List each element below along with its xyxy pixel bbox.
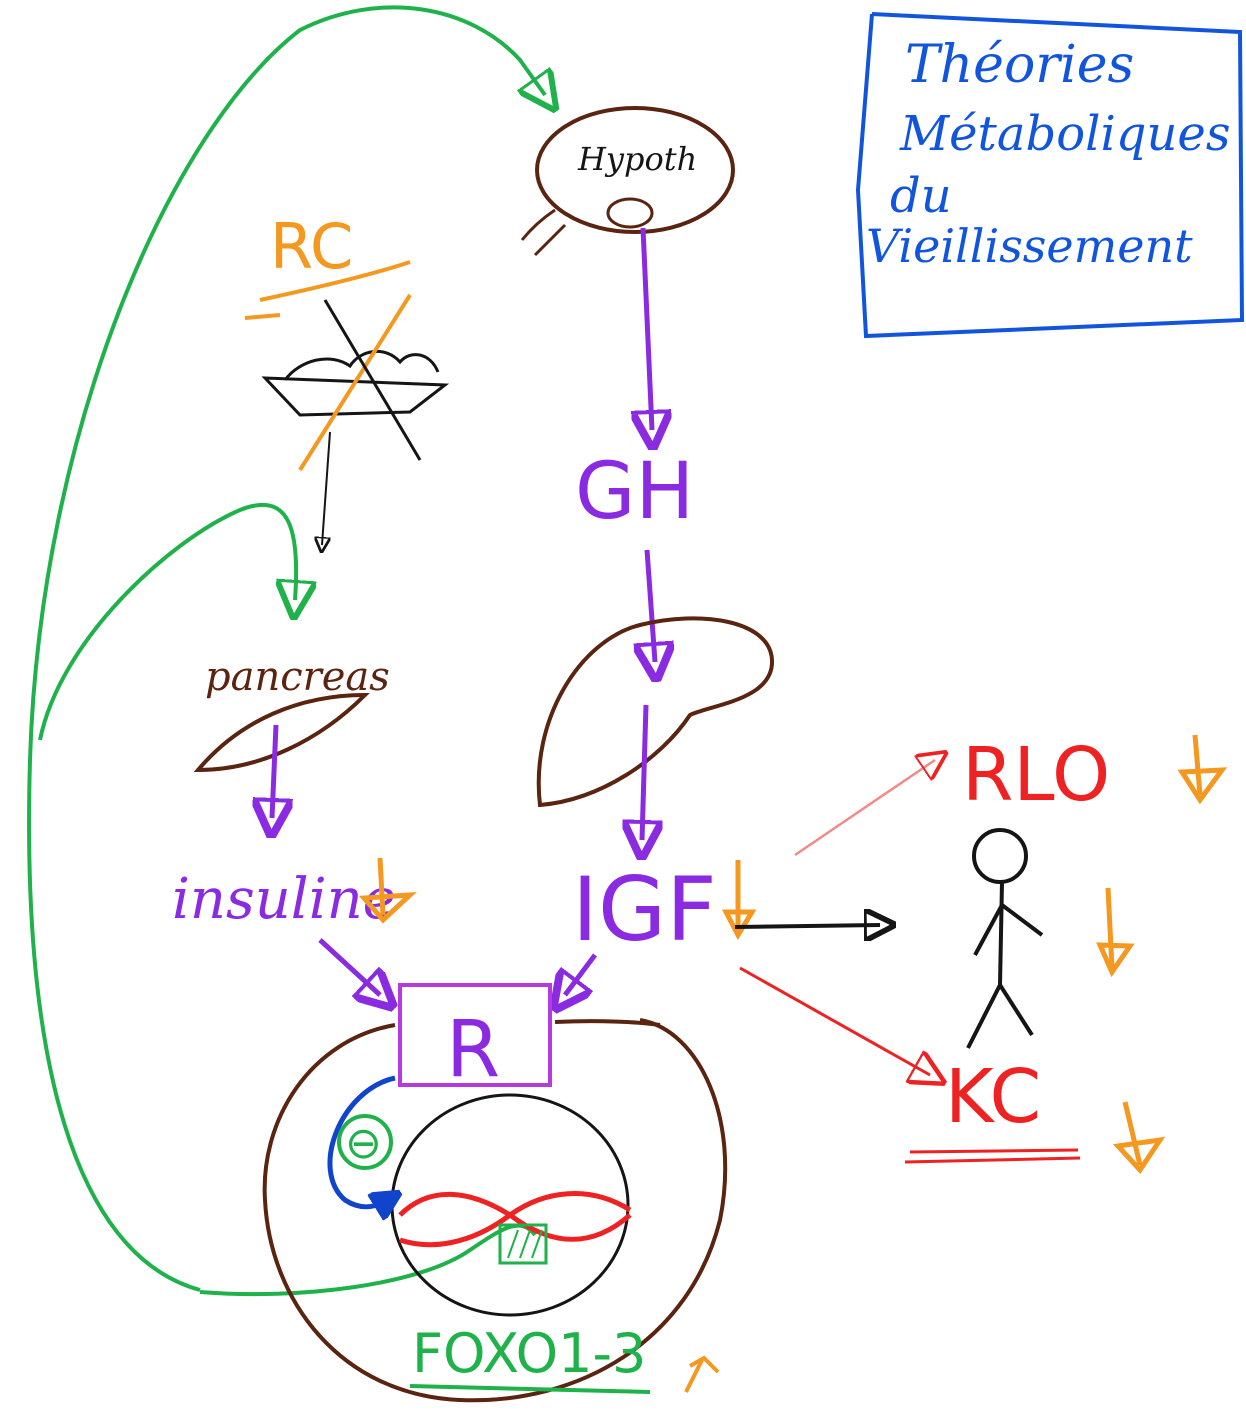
arrow-igf-receptor (565, 953, 597, 995)
kc-decrease-arrow (1112, 1101, 1166, 1175)
foxo-increase-arrow (684, 1355, 720, 1393)
foxo-label: FOXO1-3 (412, 1322, 646, 1385)
body-decrease-arrow (1096, 887, 1135, 978)
arrow-igf-kc (739, 966, 930, 1075)
kc-underline (904, 1148, 1081, 1164)
cell-membrane (262, 1018, 728, 1403)
blue-inhibition-arrow (327, 1075, 395, 1207)
title-line-4: Vieillissement (866, 219, 1193, 273)
arrow-insulin-receptor (318, 938, 380, 995)
inhibition-label: ⊖ (345, 1118, 382, 1169)
insulin-decrease-arrow (358, 857, 417, 924)
receptor: R (398, 983, 552, 1095)
dna-strand-2 (399, 1191, 632, 1248)
arrow-gh-liver (647, 549, 655, 662)
liver (536, 616, 775, 808)
inhibition-badge: ⊖ (337, 1114, 393, 1170)
dna-strand-1 (398, 1191, 632, 1242)
igf-label: IGF (572, 858, 717, 961)
receptor-label: R (446, 1005, 500, 1095)
arrow-hypothalamus-gh (643, 227, 652, 430)
food-plate-icon (261, 349, 450, 417)
green-foxo-link (199, 1223, 537, 1297)
caloric-restriction: RC (244, 210, 450, 472)
hypothalamus-label: Hypoth (577, 140, 697, 178)
title-line-2: Métaboliques (899, 106, 1230, 162)
arrow-pancreas-insulin (272, 724, 276, 818)
person-icon (966, 828, 1044, 1049)
green-feedback-arrow-hypothalamus (27, 5, 545, 1292)
rlo-label: RLO (962, 732, 1110, 818)
arrow-igf-body (734, 925, 880, 927)
pancreas-label: pancreas (205, 654, 390, 700)
pancreas: pancreas (193, 654, 390, 773)
arrow-igf-rlo (794, 760, 935, 857)
foxo-gene (498, 1223, 548, 1265)
arrow-rc-pancreas (322, 431, 331, 545)
arrow-liver-igf (642, 704, 646, 840)
nucleus (390, 1093, 630, 1317)
rlo-decrease-arrow (1177, 734, 1228, 805)
title-line-3: du (890, 168, 952, 224)
igf-decrease-arrow (721, 860, 757, 941)
gh-label: GH (575, 447, 694, 537)
kc-label: KC (945, 1054, 1041, 1140)
rc-label: RC (270, 210, 353, 283)
insulin-label: insuline (172, 867, 396, 932)
foxo-underline (409, 1384, 651, 1394)
title-box: Théories Métaboliques du Vieillissement (855, 12, 1245, 339)
title-line-1: Théories (905, 35, 1134, 95)
hypothalamus: Hypoth (520, 106, 735, 257)
green-feedback-arrow-pancreas (38, 502, 296, 741)
